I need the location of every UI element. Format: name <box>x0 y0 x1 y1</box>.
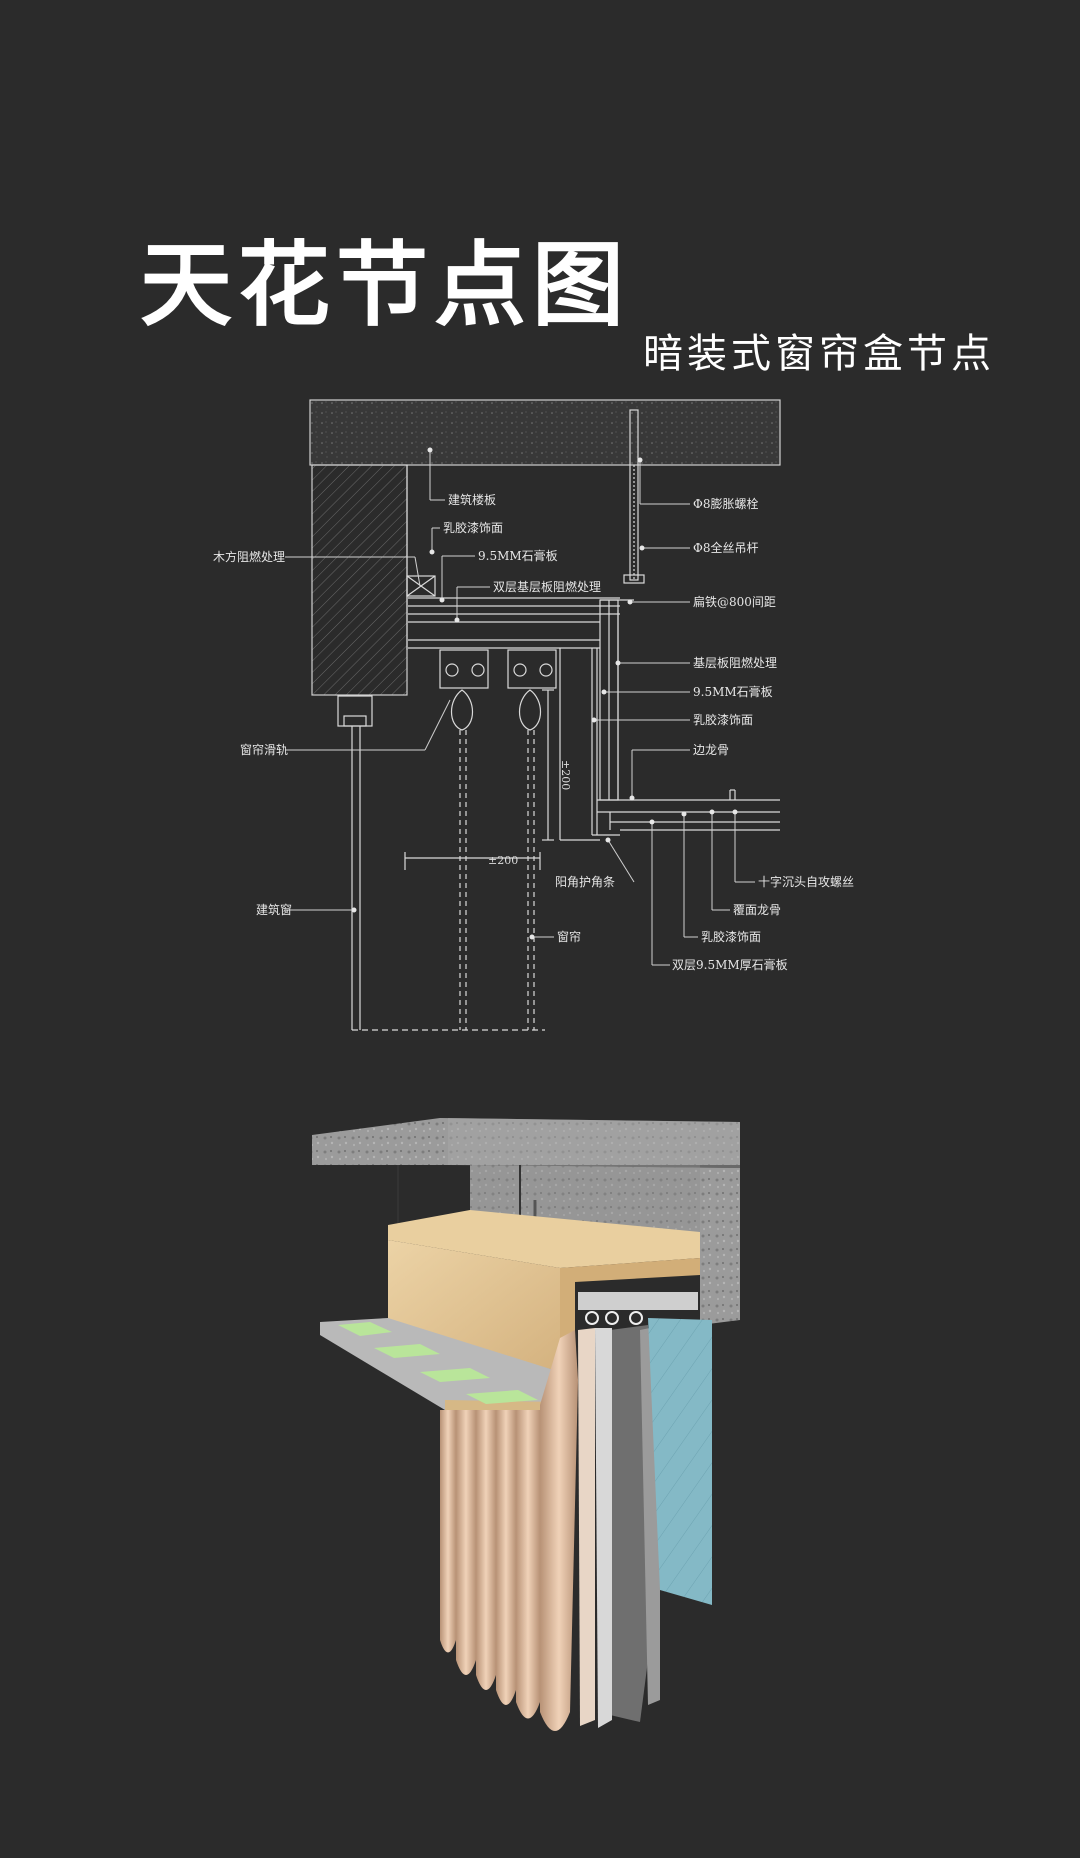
floor-slab <box>309 399 781 466</box>
blind <box>610 1325 648 1722</box>
curtain-3d <box>440 1328 595 1731</box>
wood-panel <box>388 1240 560 1372</box>
concrete-beam <box>470 1165 740 1325</box>
label-window: 建筑窗 <box>256 902 292 917</box>
label-wood-block: 木方阻燃处理 <box>213 549 285 564</box>
rail-3d <box>578 1292 698 1310</box>
wall-beam <box>311 464 408 696</box>
curtain-rail-1 <box>439 649 489 689</box>
page-title: 天花节点图 <box>140 232 631 339</box>
section-drawing <box>285 399 781 1031</box>
label-flat-iron: 扁铁@800间距 <box>693 595 776 609</box>
label-double-base: 双层基层板阻燃处理 <box>493 579 601 594</box>
curtain-rail-2 <box>507 649 557 689</box>
label-side-keel: 边龙骨 <box>693 743 729 757</box>
label-gypsum-2: 9.5MM石膏板 <box>693 684 773 699</box>
dim-horizontal: ±200 <box>488 854 518 867</box>
label-corner-strip: 阳角护角条 <box>555 875 615 889</box>
label-bolt: Φ8膨胀螺栓 <box>693 496 758 511</box>
label-base-board: 基层板阻燃处理 <box>693 655 777 670</box>
label-screw: 十字沉头自攻螺丝 <box>758 874 854 889</box>
label-rod: Φ8全丝吊杆 <box>693 540 758 555</box>
isometric-illustration <box>312 1118 740 1731</box>
label-floor-slab: 建筑楼板 <box>448 492 496 507</box>
page-subtitle: 暗装式窗帘盒节点 <box>643 331 995 377</box>
dim-vertical: ±200 <box>559 760 572 790</box>
label-gypsum-1: 9.5MM石膏板 <box>478 548 558 563</box>
label-curtain: 窗帘 <box>557 929 581 944</box>
wood-block <box>406 575 436 597</box>
label-cover-keel: 覆面龙骨 <box>733 903 781 917</box>
glass-window <box>648 1318 712 1605</box>
section-labels: 建筑楼板 乳胶漆饰面 木方阻燃处理 9.5MM石膏板 双层基层板阻燃处理 Φ8膨… <box>213 492 854 972</box>
label-latex-paint-1: 乳胶漆饰面 <box>443 520 503 535</box>
label-latex-paint-2: 乳胶漆饰面 <box>693 712 753 727</box>
label-latex-paint-3: 乳胶漆饰面 <box>701 929 761 944</box>
ceiling-board <box>320 1318 575 1412</box>
wood-top <box>388 1210 700 1268</box>
hanger-rod <box>629 409 639 581</box>
label-double-gypsum: 双层9.5MM厚石膏板 <box>672 957 788 972</box>
label-curtain-rail: 窗帘滑轨 <box>240 742 288 757</box>
